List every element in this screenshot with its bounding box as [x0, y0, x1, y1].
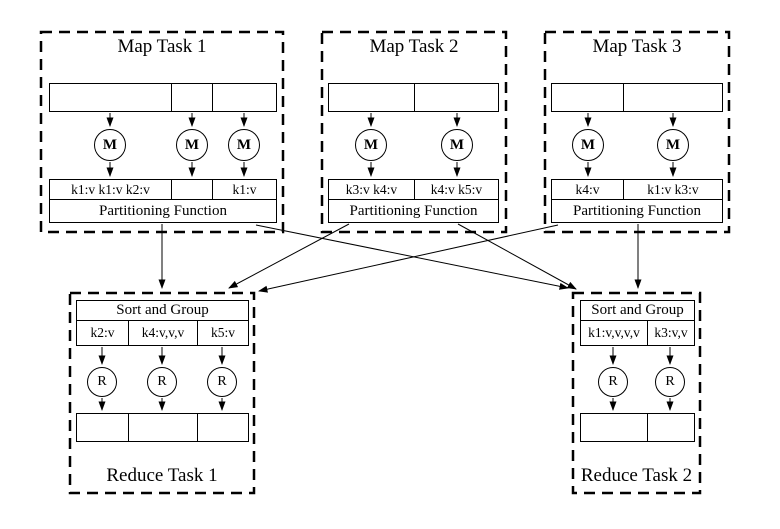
reduce-task-1-output-box [76, 413, 249, 442]
map-circle: M [355, 129, 387, 161]
reduce-input-cell: k3:v,v [647, 321, 694, 345]
map-circle-label: M [665, 136, 681, 153]
output-cell: k3:v k4:v [345, 181, 398, 197]
reduce-circle: R [655, 367, 685, 397]
reduce-input-cell: k5:v [197, 321, 248, 345]
map-task-1-output-box: k1:v k1:v k2:v k1:v [49, 179, 277, 200]
map-circle: M [228, 129, 260, 161]
reduce-output-cell [581, 414, 647, 441]
reduce-circle: R [207, 367, 237, 397]
reduce-circle: R [87, 367, 117, 397]
partitioning-function-bar: Partitioning Function [551, 199, 723, 223]
reduce-input-cell: k4:v,v,v [128, 321, 197, 345]
map-task-2-title: Map Task 2 [369, 36, 459, 57]
reduce-circle-label: R [157, 374, 167, 389]
input-split-cell [414, 84, 498, 111]
input-split-cell [329, 84, 414, 111]
reduce-task-1-title: Reduce Task 1 [106, 465, 218, 486]
reduce-output-cell [197, 414, 248, 441]
reduce-output-cell [77, 414, 128, 441]
map-task-1-title: Map Task 1 [117, 36, 207, 57]
map-circle: M [94, 129, 126, 161]
reduce-task-2-input-box: k1:v,v,v,v k3:v,v [580, 320, 695, 346]
reduce-circle-label: R [608, 374, 618, 389]
output-cell: k1:v [212, 180, 276, 199]
partitioning-function-bar: Partitioning Function [328, 199, 499, 223]
map-circle: M [572, 129, 604, 161]
reduce-circle-label: R [97, 374, 107, 389]
arrow-map3-to-reduce1 [258, 224, 559, 293]
reduce-task-1-input-box: k2:v k4:v,v,v k5:v [76, 320, 249, 346]
output-cell: k1:v k3:v [623, 180, 722, 199]
map-circle-label: M [184, 136, 200, 153]
output-cell [171, 180, 212, 199]
reduce-output-cell [128, 414, 197, 441]
input-split-cell [212, 84, 276, 111]
map-task-3-input-box [551, 83, 723, 112]
map-circle-label: M [102, 136, 118, 153]
reduce-circle: R [598, 367, 628, 397]
map-circle-label: M [449, 136, 465, 153]
reduce-task-2-output-box [580, 413, 695, 442]
map-circle: M [441, 129, 473, 161]
sort-and-group-bar: Sort and Group [76, 300, 249, 321]
map-circle: M [657, 129, 689, 161]
input-split-cell [171, 84, 212, 111]
map-task-3-title: Map Task 3 [592, 36, 682, 57]
arrow-map1-to-reduce2 [255, 224, 569, 290]
reduce-circle: R [147, 367, 177, 397]
arrow-map2-to-reduce1 [228, 223, 350, 289]
input-split-cell [50, 84, 171, 111]
output-cell: k1:v k1:v k2:v [71, 181, 150, 197]
reduce-task-2-title: Reduce Task 2 [580, 465, 693, 486]
map-task-2-input-box [328, 83, 499, 112]
map-circle-label: M [580, 136, 596, 153]
output-cell: k4:v k5:v [414, 180, 498, 199]
map-circle: M [176, 129, 208, 161]
reduce-input-cell: k1:v,v,v,v [588, 325, 640, 340]
sort-and-group-bar: Sort and Group [580, 300, 695, 321]
output-cell: k4:v [575, 181, 600, 197]
map-circle-label: M [236, 136, 252, 153]
map-task-3-output-box: k4:v k1:v k3:v [551, 179, 723, 200]
input-split-cell [623, 84, 722, 111]
reduce-circle-label: R [665, 374, 675, 389]
map-task-1-input-box [49, 83, 277, 112]
arrow-map2-to-reduce2 [457, 223, 577, 290]
input-split-cell [552, 84, 623, 111]
reduce-input-cell: k2:v [90, 325, 115, 340]
reduce-output-cell [647, 414, 694, 441]
partitioning-function-bar: Partitioning Function [49, 199, 277, 223]
map-task-2-output-box: k3:v k4:v k4:v k5:v [328, 179, 499, 200]
reduce-circle-label: R [217, 374, 227, 389]
map-circle-label: M [363, 136, 379, 153]
